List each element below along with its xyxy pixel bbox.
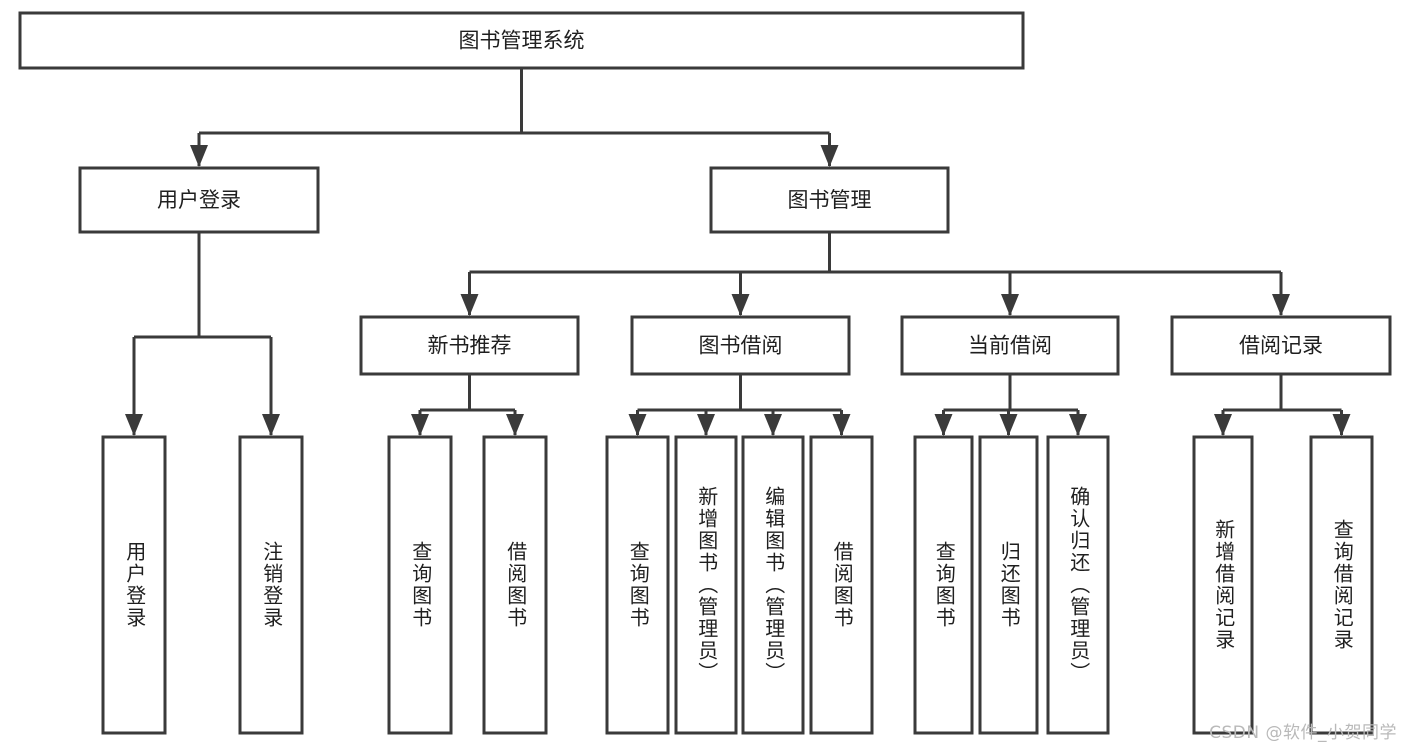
arrow-head-icon-leaf-2 xyxy=(411,414,429,436)
node-box-level2-0[interactable] xyxy=(78,166,320,234)
arrow-head-icon-level3-2 xyxy=(1001,294,1019,316)
arrow-head-icon-leaf-9 xyxy=(999,414,1018,436)
arrow-head-icon-leaf-3 xyxy=(506,414,524,436)
boxes-layer xyxy=(18,11,1392,735)
arrow-head-icon-level2-1 xyxy=(820,145,839,167)
arrow-head-icon-leaf-10 xyxy=(1069,414,1087,436)
node-box-level3-3[interactable] xyxy=(1170,315,1392,376)
connectors-layer xyxy=(125,68,1351,436)
node-label-level3-2: 当前借阅 xyxy=(968,334,1052,358)
node-label-level2-0: 用户登录 xyxy=(157,188,241,212)
arrow-head-icon-level2-0 xyxy=(190,145,208,167)
node-box-leaf-9[interactable] xyxy=(978,435,1039,735)
node-box-level3-1[interactable] xyxy=(630,315,851,376)
node-box-level3-0[interactable] xyxy=(359,315,580,376)
arrow-head-icon-leaf-6 xyxy=(764,414,782,436)
node-box-leaf-1[interactable] xyxy=(238,435,304,735)
node-box-root[interactable] xyxy=(18,11,1025,70)
node-box-leaf-2[interactable] xyxy=(387,435,453,735)
arrow-head-icon-level3-0 xyxy=(460,294,479,316)
node-box-level2-1[interactable] xyxy=(709,166,950,234)
arrow-head-icon-leaf-8 xyxy=(934,414,953,436)
node-box-leaf-8[interactable] xyxy=(913,435,974,735)
node-box-leaf-5[interactable] xyxy=(674,435,738,735)
arrow-head-icon-leaf-11 xyxy=(1214,414,1232,436)
node-box-leaf-6[interactable] xyxy=(741,435,805,735)
csdn-watermark: CSDN @软件_小贺同学 xyxy=(1209,723,1397,743)
arrow-head-icon-leaf-0 xyxy=(125,414,143,436)
node-box-leaf-11[interactable] xyxy=(1192,435,1254,735)
arrow-head-icon-level3-3 xyxy=(1272,294,1290,316)
node-label-level2-1: 图书管理 xyxy=(788,188,872,212)
node-box-leaf-12[interactable] xyxy=(1309,435,1374,735)
arrow-head-icon-leaf-4 xyxy=(628,414,647,436)
arrow-head-icon-leaf-12 xyxy=(1332,414,1351,436)
arrow-head-icon-leaf-1 xyxy=(262,414,280,436)
node-label-level3-0: 新书推荐 xyxy=(428,334,512,358)
node-box-leaf-7[interactable] xyxy=(809,435,874,735)
node-box-level3-2[interactable] xyxy=(900,315,1120,376)
arrow-head-icon-level3-1 xyxy=(731,294,750,316)
node-box-leaf-3[interactable] xyxy=(482,435,548,735)
arrow-head-icon-leaf-5 xyxy=(697,414,715,436)
node-box-leaf-0[interactable] xyxy=(101,435,167,735)
node-label-root: 图书管理系统 xyxy=(459,29,585,53)
node-box-leaf-10[interactable] xyxy=(1046,435,1110,735)
node-label-level3-1: 图书借阅 xyxy=(699,334,783,358)
arrow-head-icon-leaf-7 xyxy=(832,414,851,436)
node-box-leaf-4[interactable] xyxy=(605,435,670,735)
node-label-level3-3: 借阅记录 xyxy=(1239,334,1323,358)
